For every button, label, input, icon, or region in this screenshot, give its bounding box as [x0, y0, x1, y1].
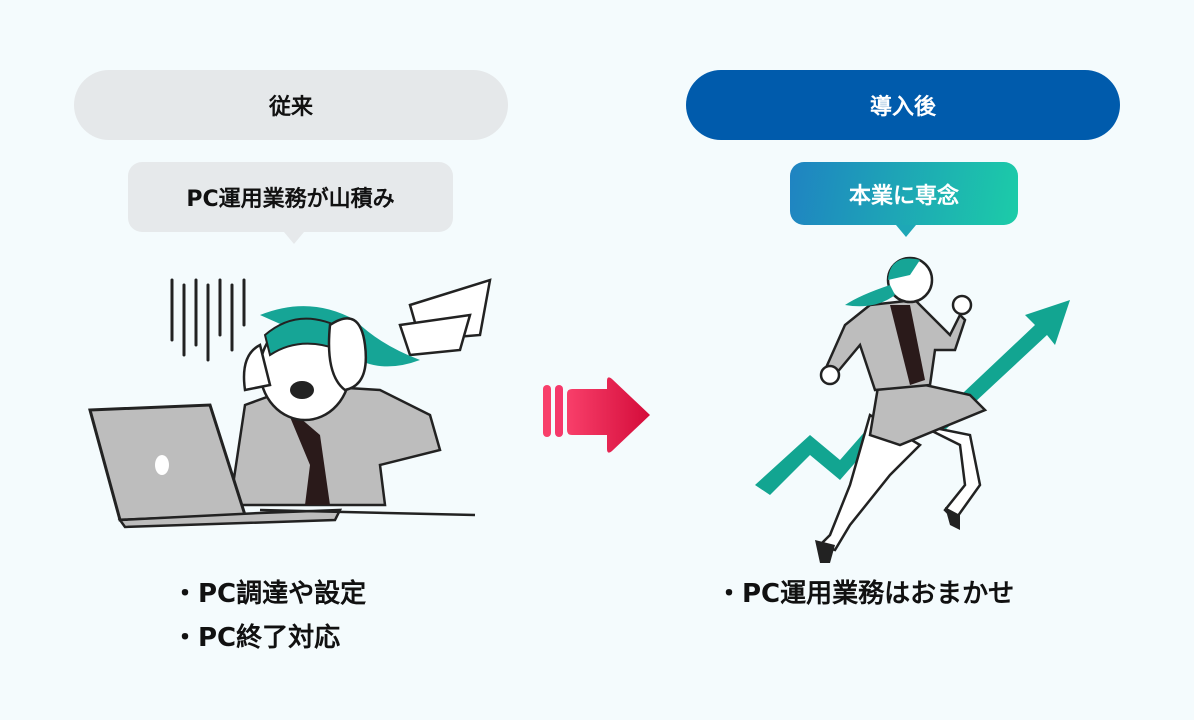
right-arrow-icon [543, 377, 650, 453]
before-speech-bubble: PC運用業務が山積み [128, 162, 453, 244]
before-bullet-list: ・PC調達や設定 ・PC終了対応 [172, 572, 366, 660]
after-bullet-list: ・PC運用業務はおまかせ [716, 572, 1014, 616]
after-speech-bubble: 本業に専念 [790, 162, 1018, 237]
before-header: 従来 [74, 70, 508, 140]
after-bullet: ・PC運用業務はおまかせ [716, 579, 1015, 609]
before-bullet: ・PC調達や設定 [172, 579, 367, 609]
stressed-worker-illustration [88, 278, 492, 529]
before-bullet: ・PC終了対応 [172, 623, 341, 653]
after-header: 導入後 [686, 70, 1120, 140]
running-woman-illustration [755, 256, 1070, 563]
